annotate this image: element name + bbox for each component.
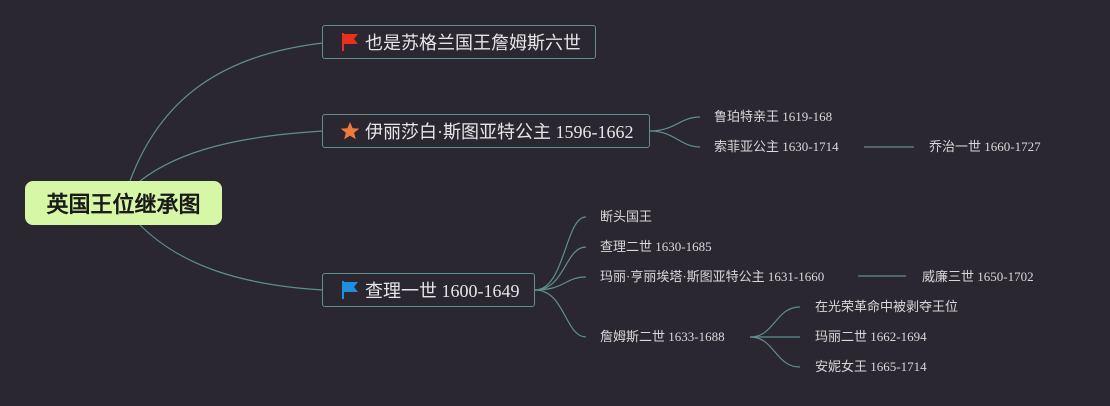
topic-label: 查理一世 1600-1649 (365, 281, 520, 301)
leaf-charles-ii[interactable]: 查理二世 1630-1685 (600, 239, 712, 254)
topic-elizabeth-stuart[interactable]: 伊丽莎白·斯图亚特公主 1596-1662 (322, 114, 650, 148)
leaf-mary-ii[interactable]: 玛丽二世 1662-1694 (815, 329, 927, 344)
leaf-james-ii[interactable]: 詹姆斯二世 1633-1688 (600, 329, 725, 344)
leaf-queen-anne[interactable]: 安妮女王 1665-1714 (815, 359, 927, 374)
topic-label: 伊丽莎白·斯图亚特公主 1596-1662 (365, 122, 634, 142)
leaf-deposed-glorious-revolution[interactable]: 在光荣革命中被剥夺王位 (815, 299, 959, 314)
orange-star-icon (339, 120, 361, 142)
leaf-mary-henrietta[interactable]: 玛丽·亨丽埃塔·斯图亚特公主 1631-1660 (600, 269, 825, 284)
topic-james-vi[interactable]: 也是苏格兰国王詹姆斯六世 (322, 25, 596, 59)
root-topic[interactable]: 英国王位继承图 (25, 181, 222, 225)
root-label: 英国王位继承图 (46, 192, 201, 217)
leaf-prince-rupert[interactable]: 鲁珀特亲王 1619-168 (714, 109, 833, 124)
topic-charles-i[interactable]: 查理一世 1600-1649 (322, 273, 535, 307)
red-flag-icon (339, 31, 361, 53)
leaf-princess-sophia[interactable]: 索菲亚公主 1630-1714 (714, 139, 839, 154)
leaf-beheaded-king[interactable]: 断头国王 (600, 209, 653, 224)
leaf-george-i[interactable]: 乔治一世 1660-1727 (929, 139, 1041, 154)
leaf-william-iii[interactable]: 威廉三世 1650-1702 (922, 269, 1034, 284)
topic-label: 也是苏格兰国王詹姆斯六世 (365, 33, 581, 53)
blue-flag-icon (339, 279, 361, 301)
